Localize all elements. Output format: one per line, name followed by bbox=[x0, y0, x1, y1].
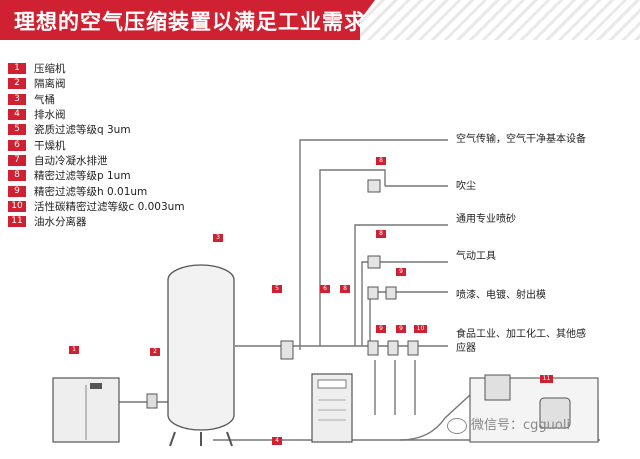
label-air-transport: 空气传输，空气干净基本设备 bbox=[456, 134, 586, 145]
watermark: 微信号：cgguoli bbox=[447, 414, 570, 434]
legend-number: 1 bbox=[8, 63, 26, 75]
legend-number: 5 bbox=[8, 124, 26, 136]
legend-item: 8 精密过滤等级p 1um bbox=[8, 168, 185, 183]
legend-number: 6 bbox=[8, 139, 26, 151]
label-blow-dust: 吹尘 bbox=[456, 181, 476, 192]
legend-number: 8 bbox=[8, 170, 26, 182]
air-tank bbox=[167, 264, 235, 447]
label-food-line1: 食品工业、加工化工、其他感 bbox=[456, 329, 586, 340]
legend-label: 压缩机 bbox=[34, 63, 66, 76]
legend-item: 2 隔离阀 bbox=[8, 76, 185, 91]
tag-1: 1 bbox=[69, 346, 79, 354]
legend-label: 瓷质过滤等级q 3um bbox=[34, 124, 131, 137]
isolation-valve bbox=[146, 393, 158, 409]
legend-number: 4 bbox=[8, 109, 26, 121]
legend-item: 5 瓷质过滤等级q 3um bbox=[8, 122, 185, 137]
tag-9b: 9 bbox=[376, 325, 386, 333]
tag-8a: 8 bbox=[340, 285, 350, 293]
dryer bbox=[311, 373, 353, 443]
tag-8b: 8 bbox=[376, 157, 386, 165]
filter-5 bbox=[280, 340, 294, 360]
tag-8c: 8 bbox=[376, 230, 386, 238]
legend-number: 7 bbox=[8, 154, 26, 166]
label-spray: 喷漆、电镀、射出模 bbox=[456, 290, 546, 301]
tag-6: 6 bbox=[320, 285, 330, 293]
legend-item: 3 气桶 bbox=[8, 92, 185, 107]
legend-label: 干燥机 bbox=[34, 139, 66, 152]
label-pneumatic-tools: 气动工具 bbox=[456, 251, 496, 262]
legend-label: 油水分离器 bbox=[34, 216, 87, 229]
legend-number: 11 bbox=[8, 216, 26, 228]
title-banner: 理想的空气压缩装置以满足工业需求 bbox=[0, 0, 640, 40]
banner-bar bbox=[0, 0, 360, 40]
pipe-dryer-up bbox=[300, 345, 371, 352]
legend-item: 1 压缩机 bbox=[8, 61, 185, 76]
legend-label: 隔离阀 bbox=[34, 78, 66, 91]
legend-item: 10 活性碳精密过滤等级c 0.003um bbox=[8, 199, 185, 214]
tag-3: 3 bbox=[213, 234, 223, 242]
tag-5: 5 bbox=[272, 285, 282, 293]
watermark-text: 微信号：cgguoli bbox=[471, 418, 571, 433]
tag-10: 10 bbox=[414, 325, 427, 333]
branch-filters bbox=[367, 179, 419, 356]
pipe-branch-top bbox=[299, 139, 448, 346]
tag-2: 2 bbox=[150, 348, 160, 356]
legend-label: 精密过滤等级p 1um bbox=[34, 170, 131, 183]
wechat-icon bbox=[447, 417, 467, 434]
legend-label: 自动冷凝水排泄 bbox=[34, 154, 108, 167]
tag-9c: 9 bbox=[396, 325, 406, 333]
pipe-branch-spray bbox=[369, 291, 448, 346]
legend-item: 6 干燥机 bbox=[8, 137, 185, 152]
compressor bbox=[52, 377, 120, 443]
label-food-line2: 应器 bbox=[456, 343, 476, 354]
pipe-branch-tool bbox=[361, 261, 448, 346]
legend-item: 7 自动冷凝水排泄 bbox=[8, 153, 185, 168]
legend-number: 2 bbox=[8, 78, 26, 90]
oil-water-separator bbox=[469, 374, 599, 443]
legend-label: 活性碳精密过滤等级c 0.003um bbox=[34, 200, 185, 213]
legend-item: 9 精密过滤等级h 0.01um bbox=[8, 183, 185, 198]
banner-stripes bbox=[360, 0, 640, 40]
drain-line-2 bbox=[399, 394, 471, 441]
legend-item: 4 排水阀 bbox=[8, 107, 185, 122]
legend-item: 11 油水分离器 bbox=[8, 214, 185, 229]
tag-4: 4 bbox=[272, 437, 282, 445]
legend-number: 10 bbox=[8, 200, 26, 212]
page-title: 理想的空气压缩装置以满足工业需求 bbox=[14, 10, 366, 34]
pipe-branch-blow bbox=[319, 169, 448, 346]
legend-number: 9 bbox=[8, 185, 26, 197]
legend-label: 气桶 bbox=[34, 93, 55, 106]
legend-label: 精密过滤等级h 0.01um bbox=[34, 185, 148, 198]
pipe-branch-sand bbox=[354, 224, 448, 346]
tag-9a: 9 bbox=[396, 268, 406, 276]
tag-11: 11 bbox=[540, 375, 553, 383]
label-sandblast: 通用专业喷砂 bbox=[456, 214, 516, 225]
legend-number: 3 bbox=[8, 93, 26, 105]
banner-cut bbox=[345, 0, 375, 40]
legend-label: 排水阀 bbox=[34, 109, 66, 122]
